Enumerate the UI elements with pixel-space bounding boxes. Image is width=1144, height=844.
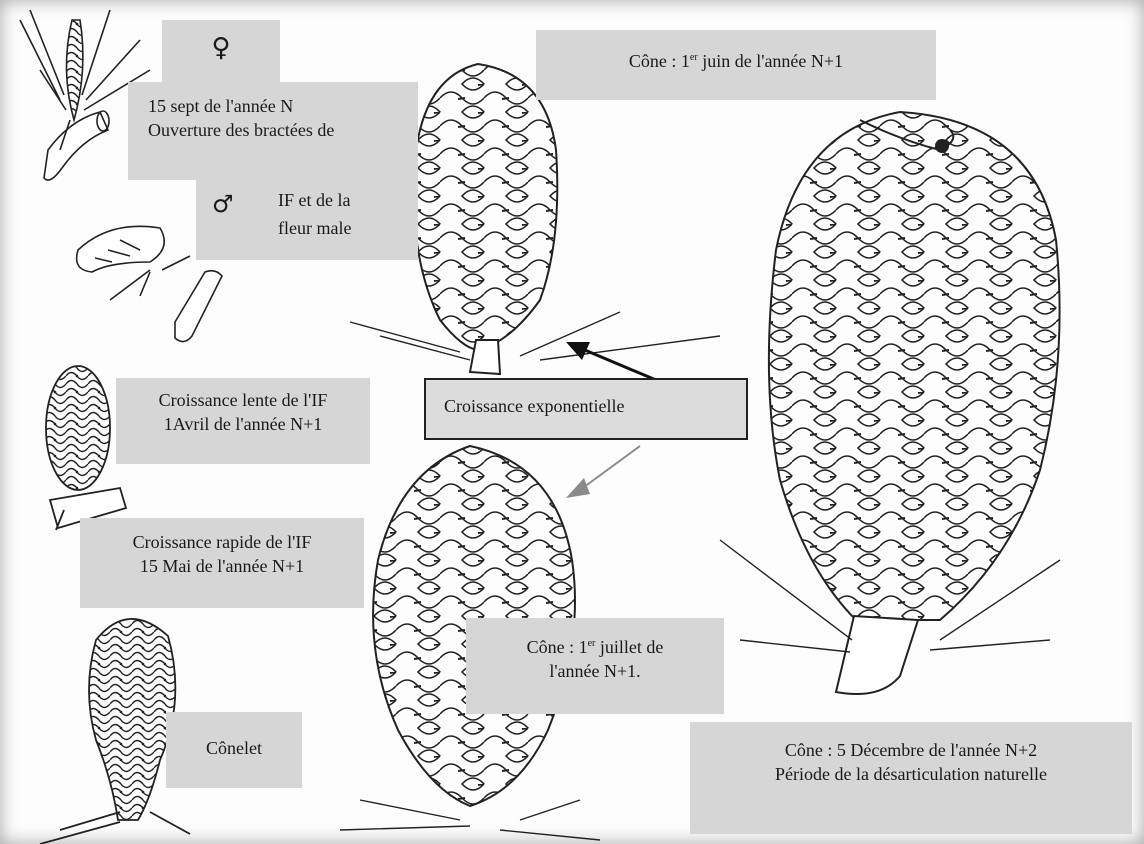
cone-july-prefix: Cône : 1 <box>527 637 588 657</box>
cone-june-suffix: juin de l'année N+1 <box>698 51 843 71</box>
cone-dec-line1: Cône : 5 Décembre de l'année N+2 <box>690 738 1132 762</box>
cone-july-label: Cône : 1er juillet de l'année N+1. <box>466 618 724 714</box>
cone-june-sup: er <box>690 52 698 63</box>
sept-line1: 15 sept de l'année N <box>148 94 418 118</box>
cone-dec-line2: Période de la désarticulation naturelle <box>690 762 1132 786</box>
cone-december-label: Cône : 5 Décembre de l'année N+2 Période… <box>690 722 1132 834</box>
cone-june-label: Cône : 1er juin de l'année N+1 <box>536 30 936 100</box>
cone-july-suffix: juillet de <box>595 637 663 657</box>
rapid-line1: Croissance rapide de l'IF <box>80 530 364 554</box>
exponential-growth-label: Croissance exponentielle <box>424 378 748 440</box>
sept-label-box: 15 sept de l'année N Ouverture des bract… <box>128 82 418 180</box>
rapid-line2: 15 Mai de l'année N+1 <box>80 554 364 578</box>
female-symbol-text: ♀ <box>162 36 280 60</box>
conelet-label: Cônelet <box>166 712 302 788</box>
slow-line2: 1Avril de l'année N+1 <box>116 412 370 436</box>
cone-july-line2: l'année N+1. <box>466 659 724 683</box>
male-symbol-text: ♂ <box>212 192 234 216</box>
slow-growth-cone-sketch <box>46 366 126 530</box>
conelet-text: Cônelet <box>166 736 302 760</box>
male-label-box: ♂ IF et de la fleur male <box>196 178 418 260</box>
arrow-to-june-cone <box>566 342 656 380</box>
slow-line1: Croissance lente de l'IF <box>116 388 370 412</box>
female-symbol-box: ♀ <box>162 20 280 82</box>
slow-growth-label: Croissance lente de l'IF 1Avril de l'ann… <box>116 378 370 464</box>
sept-line3: IF et de la <box>278 188 350 212</box>
cone-december-sketch <box>720 112 1060 694</box>
sept-line4: fleur male <box>278 216 351 240</box>
arrow-to-july-cone <box>566 446 640 498</box>
cone-june-prefix: Cône : 1 <box>629 51 690 71</box>
exponential-text: Croissance exponentielle <box>444 394 746 418</box>
rapid-growth-label: Croissance rapide de l'IF 15 Mai de l'an… <box>80 518 364 608</box>
sept-line2: Ouverture des bractées de <box>148 118 418 142</box>
